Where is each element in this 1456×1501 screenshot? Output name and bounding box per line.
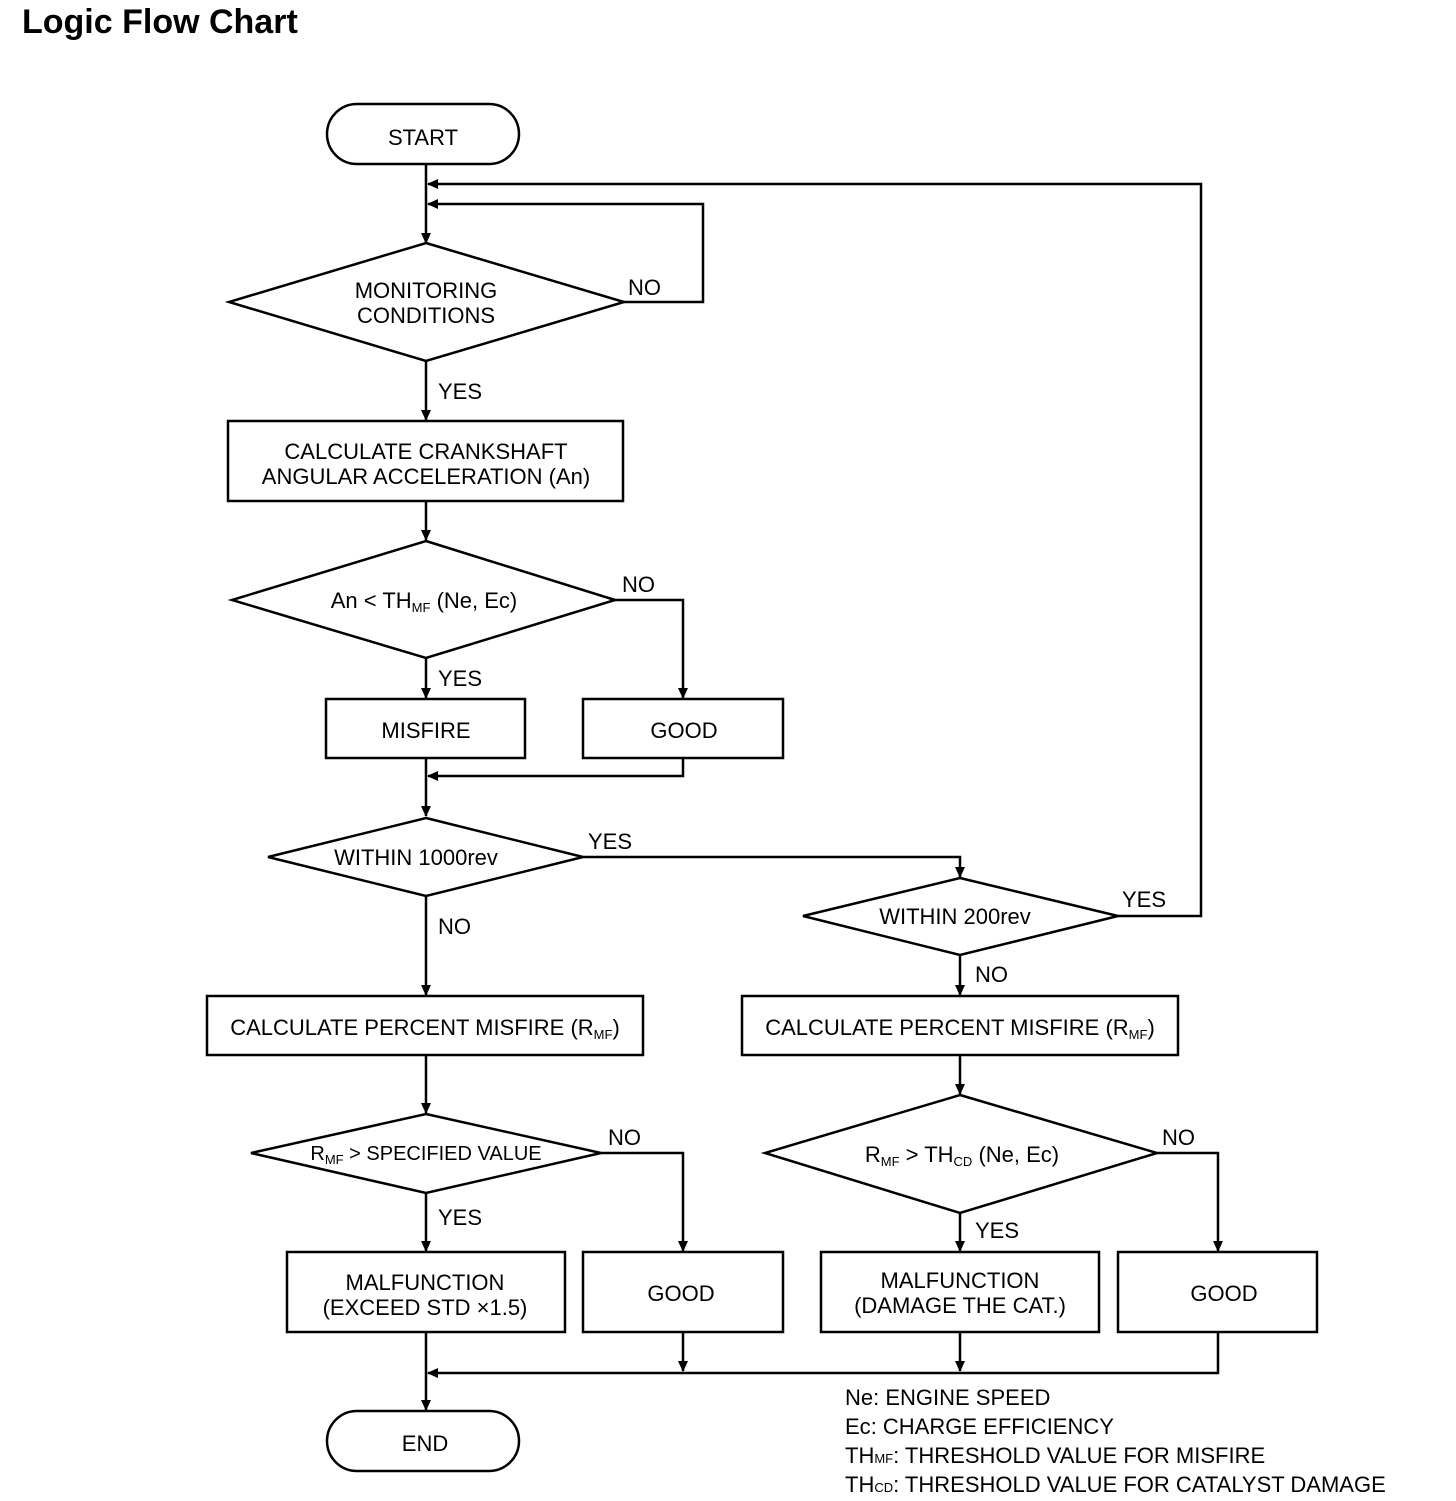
rmf-specified-decision: RMF > SPECIFIED VALUE <box>250 1112 602 1195</box>
good-box-1: GOOD <box>581 697 785 760</box>
malfunction-right-label-2: (DAMAGE THE CAT.) <box>854 1293 1066 1318</box>
malfunction-left-label-2: (EXCEED STD ×1.5) <box>323 1295 528 1320</box>
end-label: END <box>402 1431 448 1456</box>
edge-an-no <box>615 598 688 699</box>
rmf-specified-yes-label: YES <box>438 1205 482 1230</box>
rmf-specified-no-label: NO <box>608 1125 641 1150</box>
monitoring-no-label: NO <box>628 275 661 300</box>
within-1000-label: WITHIN 1000rev <box>334 845 498 870</box>
rmf-thcd-label: RMF > THCD (Ne, Ec) <box>865 1142 1059 1169</box>
within-1000-no-label: NO <box>438 914 471 939</box>
an-no-label: NO <box>622 572 655 597</box>
good-label-1: GOOD <box>650 718 717 743</box>
within-1000-yes-label: YES <box>588 829 632 854</box>
good-label-2: GOOD <box>647 1281 714 1306</box>
edge-spec-no <box>601 1151 688 1252</box>
monitoring-label-1: MONITORING <box>355 278 498 303</box>
misfire-label: MISFIRE <box>381 718 470 743</box>
calc-percent-left-box: CALCULATE PERCENT MISFIRE (RMF) <box>205 994 645 1057</box>
calc-percent-left-label: CALCULATE PERCENT MISFIRE (RMF) <box>230 1015 620 1042</box>
within-200-no-label: NO <box>975 962 1008 987</box>
monitoring-label-2: CONDITIONS <box>357 303 495 328</box>
connectors <box>421 164 1223 1411</box>
legend-item-thcd: THCD: THRESHOLD VALUE FOR CATALYST DAMAG… <box>845 1472 1386 1497</box>
legend-item-ec: Ec: CHARGE EFFICIENCY <box>845 1414 1114 1439</box>
edge-good3-merge <box>427 1332 1220 1378</box>
good-box-2: GOOD <box>581 1250 785 1334</box>
edge-good1-merge <box>427 758 685 781</box>
monitoring-yes-label: YES <box>438 379 482 404</box>
misfire-box: MISFIRE <box>324 697 527 760</box>
start-label: START <box>388 125 458 150</box>
edge-within1000-yes <box>583 855 965 878</box>
an-threshold-decision: An < THMF (Ne, Ec) <box>227 539 620 660</box>
edge-within200-yes-loop <box>427 179 1203 918</box>
end-node: END <box>325 1409 521 1473</box>
good-box-3: GOOD <box>1116 1250 1319 1334</box>
edge-monitoring-no-loop <box>427 199 705 304</box>
legend-item-ne: Ne: ENGINE SPEED <box>845 1385 1051 1410</box>
legend-item-thmf: THMF: THRESHOLD VALUE FOR MISFIRE <box>845 1443 1266 1468</box>
rmf-specified-label: RMF > SPECIFIED VALUE <box>310 1143 541 1167</box>
calc-percent-right-label: CALCULATE PERCENT MISFIRE (RMF) <box>765 1015 1155 1042</box>
malfunction-left-label-1: MALFUNCTION <box>346 1270 505 1295</box>
rmf-thcd-yes-label: YES <box>975 1218 1019 1243</box>
good-label-3: GOOD <box>1190 1281 1257 1306</box>
calc-crankshaft-label-1: CALCULATE CRANKSHAFT <box>284 439 567 464</box>
monitoring-decision: MONITORING CONDITIONS <box>224 241 629 363</box>
calc-crankshaft-label-2: ANGULAR ACCELERATION (An) <box>262 464 590 489</box>
calc-crankshaft-box: CALCULATE CRANKSHAFT ANGULAR ACCELERATIO… <box>226 419 625 503</box>
malfunction-right-box: MALFUNCTION (DAMAGE THE CAT.) <box>819 1250 1101 1334</box>
rmf-thcd-decision: RMF > THCD (Ne, Ec) <box>760 1093 1162 1215</box>
within-200-label: WITHIN 200rev <box>879 904 1031 929</box>
rmf-thcd-no-label: NO <box>1162 1125 1195 1150</box>
malfunction-right-label-1: MALFUNCTION <box>881 1268 1040 1293</box>
start-node: START <box>325 102 521 166</box>
within-200-yes-label: YES <box>1122 887 1166 912</box>
within-200-decision: WITHIN 200rev <box>802 876 1119 957</box>
legend: Ne: ENGINE SPEED Ec: CHARGE EFFICIENCY T… <box>845 1385 1386 1501</box>
edge-thcd-no <box>1157 1151 1223 1252</box>
edge-labels: NO YES NO YES YES YES NO NO NO NO YES YE… <box>438 275 1195 1243</box>
within-1000-decision: WITHIN 1000rev <box>267 816 584 898</box>
page-title: Logic Flow Chart <box>22 3 298 41</box>
an-threshold-label: An < THMF (Ne, Ec) <box>331 588 518 615</box>
malfunction-left-box: MALFUNCTION (EXCEED STD ×1.5) <box>285 1250 567 1334</box>
an-yes-label: YES <box>438 666 482 691</box>
calc-percent-right-box: CALCULATE PERCENT MISFIRE (RMF) <box>740 994 1180 1057</box>
